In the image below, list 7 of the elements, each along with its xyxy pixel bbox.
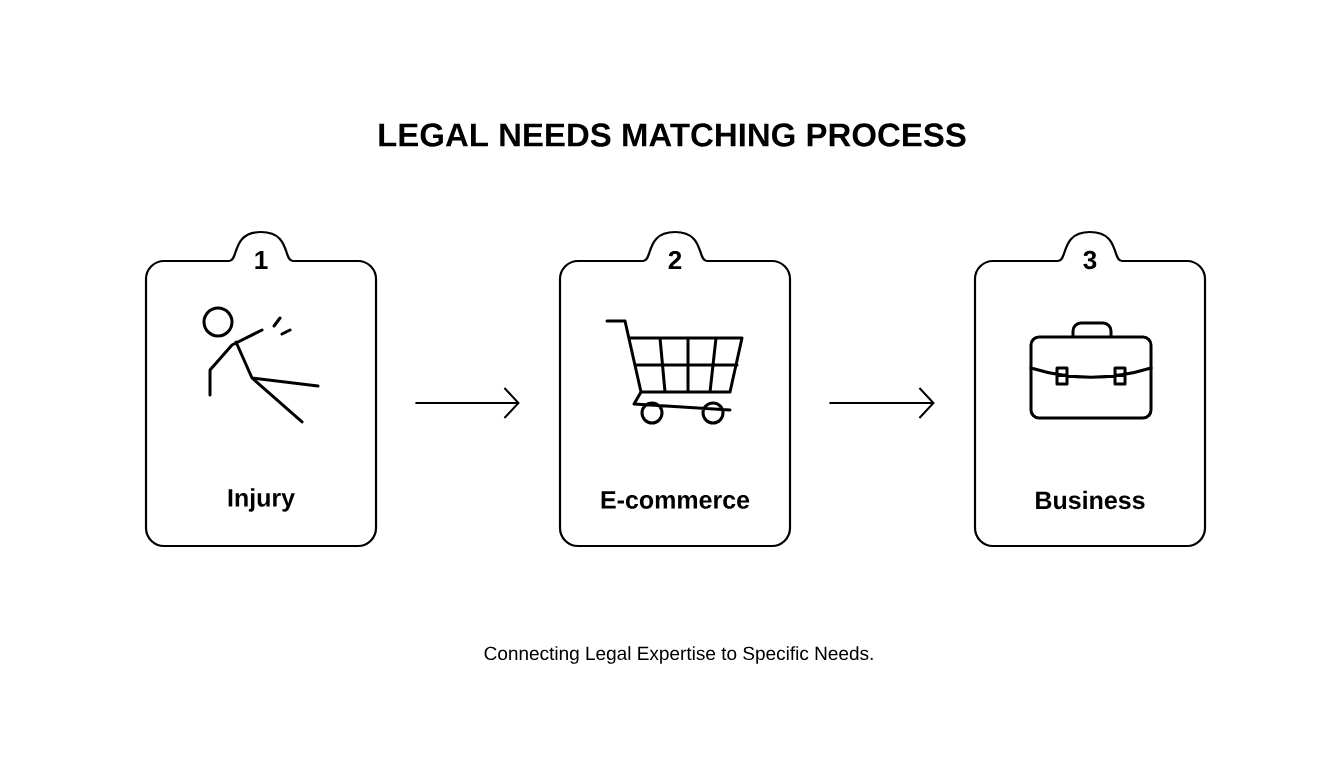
step-card: 2 E-commerce xyxy=(558,230,792,548)
title: LEGAL NEEDS MATCHING PROCESS xyxy=(379,123,966,147)
step-card: 1 Injury xyxy=(144,230,378,548)
arrow xyxy=(829,387,935,419)
arrow xyxy=(415,387,520,419)
step-card: 3 Business xyxy=(973,230,1207,548)
caption: Connecting Legal Expertise to Specific Needs. xyxy=(484,646,873,664)
